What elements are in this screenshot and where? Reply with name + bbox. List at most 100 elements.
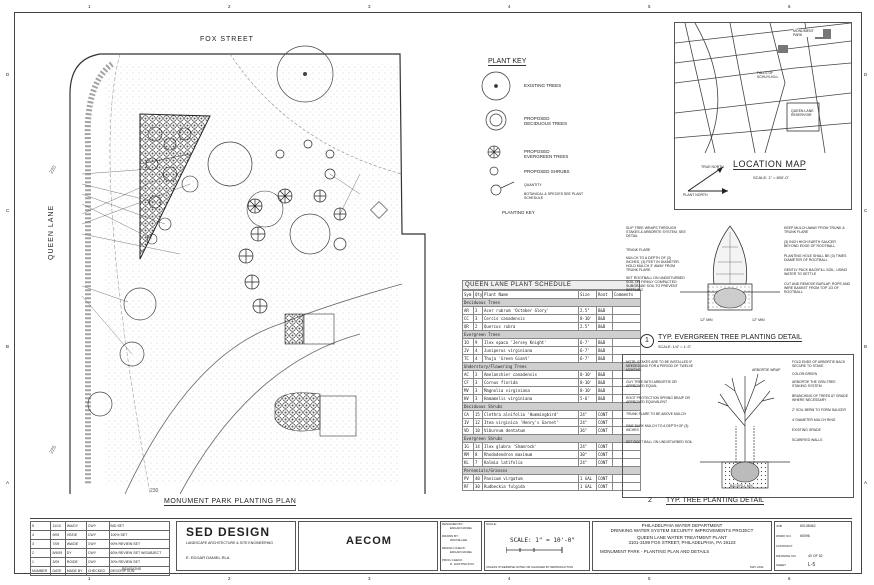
schedule-cell: B&B [596, 394, 613, 403]
schedule-cell: 4 [473, 346, 483, 355]
detail1-title: TYP. EVERGREEN TREE PLANTING DETAIL [658, 334, 802, 342]
schedule-cell: Panicum virgatum [482, 474, 579, 483]
planting-plan-drawing: 220 225 230 [49, 45, 426, 494]
grid-label: 2 [228, 4, 231, 9]
revision-header: CHECKED [85, 566, 110, 576]
plant-key-title: PLANT KEY [488, 58, 527, 66]
sheet-label: SHEET [776, 563, 787, 567]
location-map-panel: MONUMENT PARK FALLS OF SCHUYLKILL QUEEN … [674, 22, 852, 210]
location-map-streets [675, 23, 851, 153]
detail-note: ARBORTIE WRAP [752, 368, 781, 372]
schedule-cell: 2.5" [578, 306, 597, 315]
designed-by-value: EDGAR DANIEL [450, 526, 473, 530]
schedule-cell: 7 [473, 458, 483, 467]
schedule-cell: 15 [473, 410, 483, 419]
schedule-header: Sym [462, 290, 474, 299]
plant-key-item: QUANTITY [524, 183, 542, 187]
scale-value: SCALE: 1" = 10'-0" [510, 537, 576, 544]
schedule-cell: 36" [578, 426, 597, 435]
detail-note: GENTLY PACK BACKFILL SOIL, USING WATER T… [784, 268, 848, 276]
revision-cell: 30% REVIEW SET [108, 557, 171, 567]
detail-dimension: 12" MIN [752, 318, 765, 322]
schedule-cell: B&B [596, 346, 613, 355]
schedule-cell: 12 [473, 418, 483, 427]
detail1-notes-left: SLIP TREE WRAPS THROUGH STAKES & ARBORIT… [626, 226, 686, 292]
schedule-cell: 6-7' [578, 338, 597, 347]
schedule-cell: 30" [578, 450, 597, 459]
schedule-cell: B&B [596, 370, 613, 379]
contour-label: 220 [49, 165, 58, 175]
plant-schedule: QUEEN LANE PLANT SCHEDULE Sym Qty Plant … [462, 280, 641, 491]
schedule-cell: 3 [473, 314, 483, 323]
map-label: MONUMENT PARK [793, 29, 823, 37]
schedule-cell: Thuja 'Green Giant' [482, 354, 579, 363]
detail-dimension: 12" MIN [700, 318, 713, 322]
detail-note: FINE BARK MULCH TO A DEPTH OF (3) INCHES [626, 424, 689, 432]
schedule-cell: 6-7' [578, 346, 597, 355]
design-check-label: DESIGN CHECK: [442, 546, 466, 550]
prog-check-label: PROG CHECK: [442, 558, 464, 562]
revision-cell: 3 [29, 539, 52, 549]
drawn-by-label: DRAWN BY: [442, 534, 459, 538]
revision-header: MADE BY [64, 566, 87, 576]
drawing-no-value: 40 OF 52 [808, 554, 823, 558]
project-line-1: DRINKING WATER SYSTEM SECURITY IMPROVEME… [610, 528, 754, 533]
schedule-section-label: Understory/Flowering Trees [462, 362, 641, 371]
schedule-cell: VD [462, 426, 474, 435]
schedule-cell: 1 GAL [578, 474, 597, 483]
revision-cell: 100% SET [108, 530, 171, 540]
schedule-title: QUEEN LANE PLANT SCHEDULE [462, 280, 640, 290]
schedule-cell: AR [462, 306, 474, 315]
schedule-cell: CONT [596, 426, 613, 435]
sheet-value: L-5 [808, 562, 816, 568]
schedule-cell: Amelanchier canadensis [482, 370, 579, 379]
revision-cell: BID SET [108, 521, 171, 531]
schedule-cell: IG [462, 442, 474, 451]
schedule-cell: CA [462, 410, 474, 419]
schedule-cell: CONT [596, 450, 613, 459]
schedule-cell: 3 [473, 306, 483, 315]
schedule-cell: B&B [596, 306, 613, 315]
schedule-header: Qty [473, 290, 483, 299]
schedule-cell [612, 322, 641, 331]
revision-cell: WA/DY [64, 521, 87, 531]
schedule-cell: PV [462, 474, 474, 483]
revision-cell: 60% REVIEW SET W/SUBJECT [108, 548, 171, 558]
schedule-cell: B&B [596, 338, 613, 347]
design-check-value: EDGAR DANIEL [450, 550, 473, 554]
drawn-by-value: WAYNE LEE [450, 538, 468, 542]
plant-key-item: EXISTING TREES [524, 83, 562, 88]
grid-label: 4 [508, 576, 511, 581]
schedule-section-label: Deciduous Trees [462, 298, 641, 307]
grid-label: D [6, 72, 10, 77]
schedule-header: Plant Name [482, 290, 579, 299]
detail2-notes-left: NOTE: STAKES ARE TO BE INSTALLED IF NEED… [626, 360, 696, 444]
schedule-cell: JV [462, 346, 474, 355]
grid-label: 1 [88, 576, 91, 581]
schedule-cell: CONT [596, 458, 613, 467]
detail-note: KEEP MULCH AWAY FROM TRUNK & TRUNK FLARE [784, 226, 845, 234]
schedule-section-row: Understory/Flowering Trees [462, 362, 641, 371]
project-text: PHILADELPHIA WATER DEPARTMENT DRINKING W… [592, 523, 772, 554]
grid-label: D [864, 72, 868, 77]
scale-label: SCALE: [486, 522, 497, 526]
map-label: TRUE NORTH [701, 165, 724, 169]
schedule-cell: AC [462, 370, 474, 379]
grid-label: 4 [508, 4, 511, 9]
date-value: MAY 2011 [750, 565, 764, 569]
project-line-3: 3101-3199 FOX STREET, PHILADELPHIA, PA 1… [628, 540, 736, 545]
detail-note: (3) INCH HIGH EARTH SAUCER BEYOND EDGE O… [784, 240, 836, 248]
detail1-notes-right: KEEP MULCH AWAY FROM TRUNK & TRUNK FLARE… [784, 226, 850, 294]
contract-label: CONTRACT [776, 544, 793, 548]
schedule-header-row: Sym Qty Plant Name Size Root Comments [462, 290, 641, 299]
schedule-cell: 2.5" [578, 322, 597, 331]
schedule-cell: 14 [473, 442, 483, 451]
work-no-value: 60096 [800, 534, 810, 538]
schedule-section-label: Deciduous Shrubs [462, 402, 641, 411]
schedule-cell: Rudbeckia fulgida [482, 482, 579, 491]
